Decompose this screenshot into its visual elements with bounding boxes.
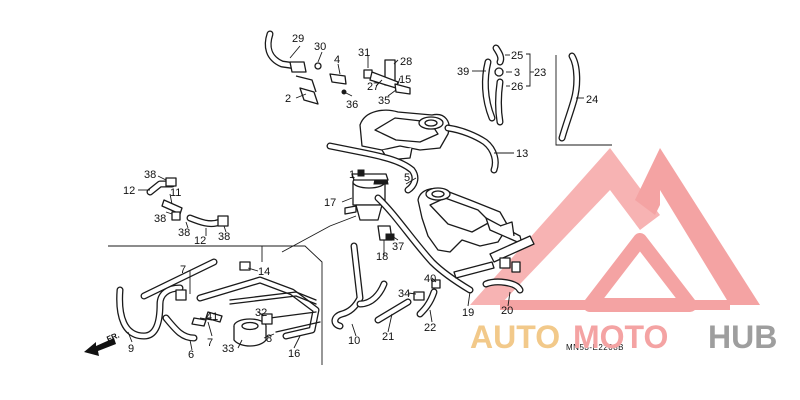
callout-31: 31 xyxy=(358,47,370,59)
callout-4: 4 xyxy=(334,54,340,66)
callout-12a: 12 xyxy=(123,185,135,197)
callout-27: 27 xyxy=(367,81,379,93)
front-direction-arrow-icon: FR. xyxy=(84,331,121,356)
callout-11: 11 xyxy=(170,187,181,199)
callout-14: 14 xyxy=(258,266,270,278)
bracket-18 xyxy=(377,225,395,241)
callout-41: 41 xyxy=(206,311,218,323)
hose-22 xyxy=(413,279,441,318)
hose-9 xyxy=(116,258,218,340)
watermark-part-moto: MOTO xyxy=(573,319,668,355)
hose-19 xyxy=(374,194,474,294)
watermark-part-hub: HUB xyxy=(708,319,777,355)
callout-36: 36 xyxy=(346,99,358,111)
callout-25: 25 xyxy=(511,50,523,62)
callout-12b: 12 xyxy=(194,235,206,247)
hose-6 xyxy=(162,289,198,342)
callout-32: 32 xyxy=(255,307,267,319)
callout-15: 15 xyxy=(399,74,411,86)
callout-38c: 38 xyxy=(178,227,190,239)
intake-manifold-lower xyxy=(417,187,523,253)
callout-39: 39 xyxy=(457,66,469,78)
callout-2: 2 xyxy=(285,93,291,105)
callout-10: 10 xyxy=(348,335,360,347)
callout-28: 28 xyxy=(400,56,412,68)
bracket-group-top xyxy=(264,30,347,105)
callout-34: 34 xyxy=(398,288,410,300)
callout-38a: 38 xyxy=(144,169,156,181)
callout-19: 19 xyxy=(462,307,474,319)
callout-23: 23 xyxy=(534,67,546,79)
fitting-group-top xyxy=(363,59,411,95)
hose-10 xyxy=(331,242,388,330)
callout-17: 17 xyxy=(324,197,336,209)
callout-22: 22 xyxy=(424,322,436,334)
callout-8: 8 xyxy=(266,333,272,345)
callout-1: 1 xyxy=(349,169,355,181)
section-frame xyxy=(108,55,612,365)
watermark-text: AUTO MOTO HUB xyxy=(470,319,777,355)
callout-7b: 7 xyxy=(207,337,213,349)
diagram-code: MN53-E2208B xyxy=(566,343,624,352)
callout-29: 29 xyxy=(292,33,304,45)
bracket-1 xyxy=(351,169,389,181)
callout-3: 3 xyxy=(514,67,520,79)
callout-9: 9 xyxy=(128,343,134,355)
callout-7a: 7 xyxy=(180,264,186,276)
callout-21: 21 xyxy=(382,331,394,343)
callout-38b: 38 xyxy=(154,213,166,225)
callout-26: 26 xyxy=(511,81,523,93)
hose-24 xyxy=(558,52,581,142)
hose-5 xyxy=(326,142,419,194)
hose-group-right xyxy=(481,44,505,126)
callout-40: 40 xyxy=(424,273,436,285)
callout-6: 6 xyxy=(188,349,194,361)
callout-24: 24 xyxy=(586,94,598,106)
callout-18: 18 xyxy=(376,251,388,263)
watermark-part-auto: AUTO xyxy=(470,319,560,355)
callout-38d: 38 xyxy=(218,231,230,243)
callout-16: 16 xyxy=(288,348,300,360)
valve-assembly-right xyxy=(453,235,535,294)
callout-labels: 1 2 3 4 5 6 7 7 8 9 10 11 12 12 13 14 15… xyxy=(123,33,598,361)
pipe-group-center xyxy=(191,261,321,340)
intake-manifold-upper xyxy=(359,109,499,174)
hose-group-left xyxy=(146,177,229,228)
front-arrow-label: FR. xyxy=(105,331,120,344)
callout-33: 33 xyxy=(222,343,234,355)
leader-lines xyxy=(127,45,584,351)
callout-37: 37 xyxy=(392,241,404,253)
callout-30: 30 xyxy=(314,41,326,53)
callout-35: 35 xyxy=(378,95,390,107)
filter-33 xyxy=(233,313,273,347)
callout-20: 20 xyxy=(501,305,513,317)
callout-5: 5 xyxy=(404,172,410,184)
callout-13: 13 xyxy=(516,148,528,160)
pipe-21 xyxy=(374,298,412,324)
